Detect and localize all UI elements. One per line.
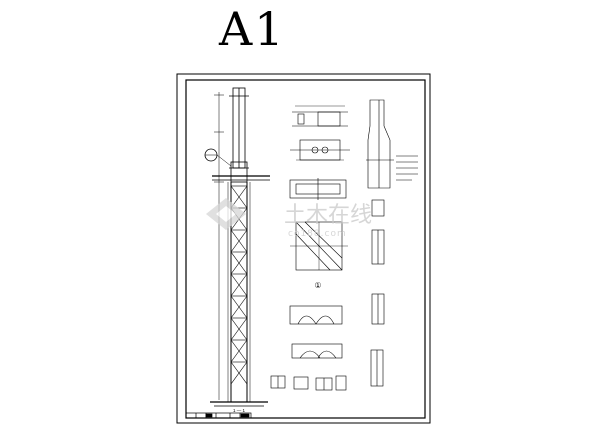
lattice-diagonal bbox=[230, 361, 248, 385]
detail-callout bbox=[204, 148, 232, 167]
title-block bbox=[185, 412, 252, 419]
lattice-diagonal bbox=[230, 229, 248, 253]
column-details bbox=[366, 99, 394, 387]
tower-elevation bbox=[210, 87, 270, 407]
detail-views bbox=[270, 105, 350, 391]
watermark-name: 土木在线 bbox=[284, 203, 372, 228]
watermark: 土木在线 co188.com bbox=[206, 198, 372, 239]
lattice-diagonal bbox=[230, 295, 248, 319]
lattice-diagonal bbox=[230, 251, 248, 275]
notes-block bbox=[396, 155, 418, 181]
watermark-site: co188.com bbox=[288, 229, 347, 239]
lattice-bracing bbox=[230, 185, 248, 385]
watermark-logo-icon bbox=[206, 198, 246, 230]
outer-frame bbox=[176, 73, 431, 424]
elevation-caption: 1 — 1 bbox=[233, 408, 246, 413]
lattice-diagonal bbox=[230, 273, 248, 297]
sheet-label: A1 bbox=[219, 2, 286, 56]
lattice-diagonal bbox=[230, 339, 248, 363]
detail-circle-number: ① bbox=[314, 281, 321, 290]
lattice-diagonal bbox=[230, 317, 248, 341]
inner-frame bbox=[185, 79, 426, 419]
